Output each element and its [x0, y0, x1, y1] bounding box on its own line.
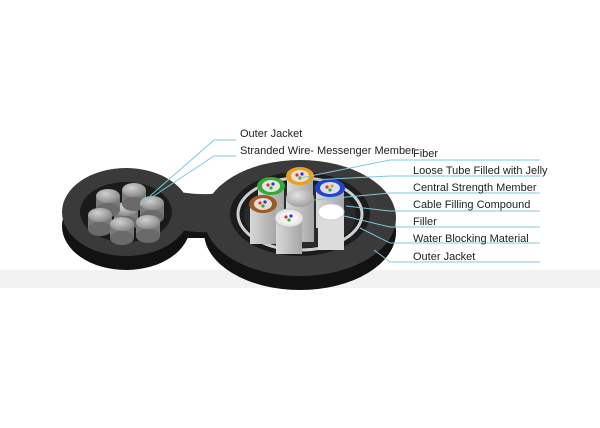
- wire-strand: [110, 217, 134, 245]
- leader-outer-jacket-left: [149, 139, 236, 197]
- leader-outer-jacket-right: [373, 249, 410, 263]
- label-cable-filling: Cable Filling Compound: [413, 199, 530, 211]
- label-outer-jacket-left: Outer Jacket: [240, 128, 302, 140]
- loose-tube-white: [274, 208, 304, 254]
- leader-filler: [343, 215, 410, 228]
- loose-tube-brown: [249, 195, 277, 244]
- label-fiber: Fiber: [413, 148, 438, 160]
- leader-cable-filling: [345, 205, 410, 212]
- label-loose-tube: Loose Tube Filled with Jelly: [413, 165, 548, 177]
- label-filler: Filler: [413, 216, 437, 228]
- leader-stranded-wire: [139, 155, 236, 206]
- labels: Outer Jacket Stranded Wire- Messenger Me…: [240, 128, 548, 263]
- label-stranded-wire: Stranded Wire- Messenger Member: [240, 145, 415, 157]
- leader-water-blocking: [359, 227, 410, 244]
- wire-strand: [88, 208, 112, 236]
- label-outer-jacket-right: Outer Jacket: [413, 251, 475, 263]
- leader-lines: [139, 139, 540, 263]
- messenger-wire-bundle: [80, 182, 172, 245]
- label-central-strength: Central Strength Member: [413, 182, 537, 194]
- wire-strand: [122, 183, 146, 211]
- leader-fiber: [299, 159, 410, 179]
- main-core: [230, 167, 370, 256]
- filler-rod: [317, 203, 345, 250]
- wire-strand: [136, 215, 160, 243]
- leader-central-strength: [313, 192, 410, 201]
- leader-loose-tube: [311, 175, 410, 181]
- label-water-blocking: Water Blocking Material: [413, 233, 529, 245]
